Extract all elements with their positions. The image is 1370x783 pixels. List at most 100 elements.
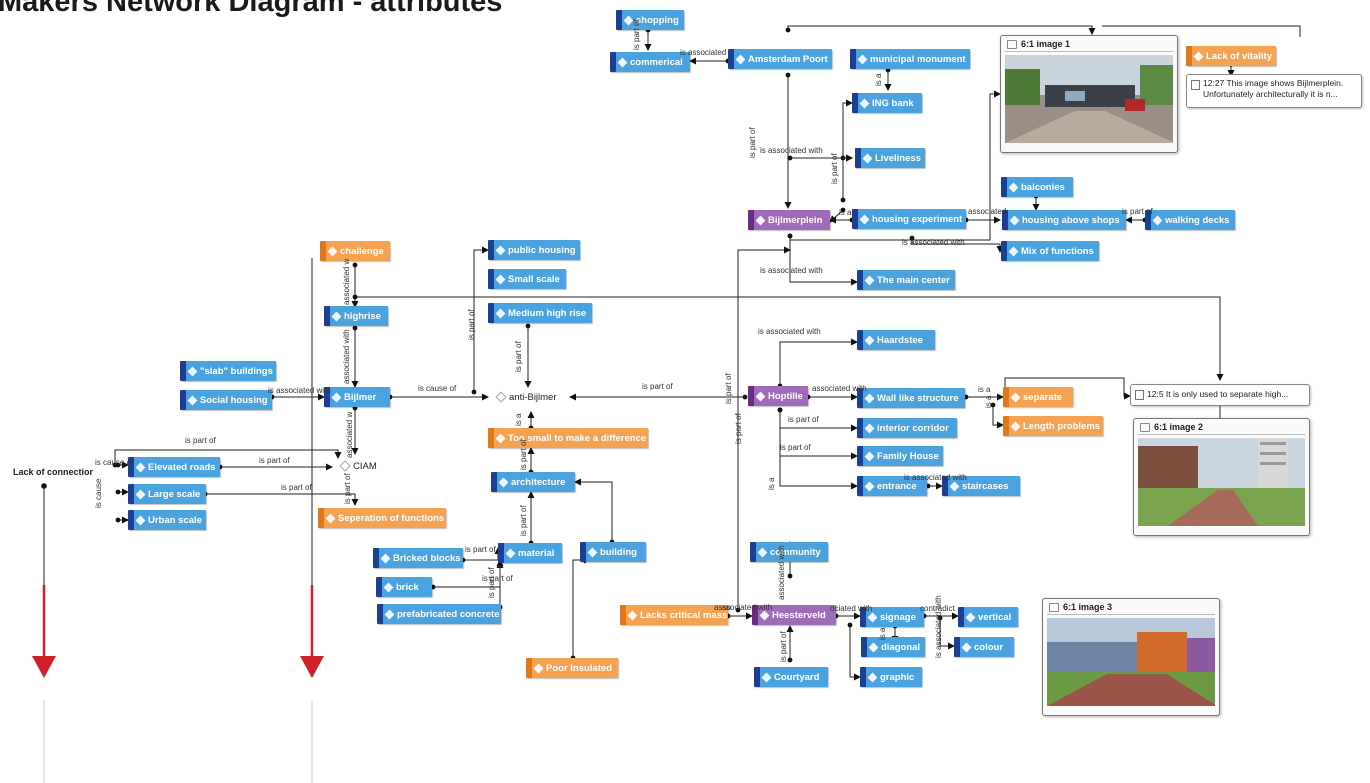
edge-label: is associated with — [758, 327, 821, 336]
code-icon — [135, 462, 146, 472]
node-bricked-blocks[interactable]: Bricked blocks — [373, 548, 463, 568]
node-colour[interactable]: colour — [954, 637, 1014, 657]
node-mix-of-functions[interactable]: Mix of functions — [1001, 241, 1099, 261]
node-brick[interactable]: brick — [376, 577, 432, 597]
edge-label: is a — [978, 385, 991, 394]
edge — [777, 338, 858, 389]
code-icon — [859, 214, 870, 224]
node-prefabricated-concrete[interactable]: prefabricated concrete — [377, 604, 501, 624]
edge-label: is associated with — [934, 595, 943, 658]
code-icon — [859, 98, 870, 108]
node-courtyard[interactable]: Courtyard — [754, 667, 828, 687]
memo-bijlmerplein[interactable]: 12:27 This image shows Bijlmerplein. Unf… — [1186, 74, 1362, 108]
node-architecture[interactable]: architecture — [491, 472, 575, 492]
code-icon — [864, 481, 875, 491]
node-interior-corridor[interactable]: interior corridor — [857, 418, 957, 438]
code-icon — [495, 274, 506, 284]
code-icon — [327, 246, 338, 256]
node-housing-experiment[interactable]: housing experiment — [852, 209, 966, 229]
node-signage[interactable]: signage — [860, 607, 924, 627]
code-icon — [1152, 215, 1163, 225]
code-icon — [495, 308, 506, 318]
image-card-3[interactable]: 6:1 image 3 — [1042, 598, 1220, 716]
edge-label: is part of — [514, 341, 523, 372]
node-balconies[interactable]: balconies — [1001, 177, 1073, 197]
code-icon — [617, 57, 628, 67]
node-lack-of-vitality[interactable]: Lack of vitality — [1186, 46, 1276, 66]
edge-label: is associated with — [904, 473, 967, 482]
code-icon — [1010, 392, 1021, 402]
node-anti-bijlmer[interactable]: anti-Bijlmer — [488, 387, 572, 407]
edge — [847, 622, 861, 681]
node-housing-above-shops[interactable]: housing above shops — [1002, 210, 1126, 230]
code-icon — [495, 391, 507, 403]
node-haardstee[interactable]: Haardstee — [857, 330, 935, 350]
edge — [787, 90, 1001, 241]
edge-label: is a — [984, 395, 993, 408]
code-icon — [864, 275, 875, 285]
node-large-scale[interactable]: Large scale — [128, 484, 206, 504]
edge — [909, 235, 1004, 253]
code-icon — [761, 672, 772, 682]
node-entrance[interactable]: entrance — [857, 476, 927, 496]
node-seperation-of-functions[interactable]: Seperation of functions — [318, 508, 446, 528]
node-the-main-center[interactable]: The main center — [857, 270, 955, 290]
node-building[interactable]: building — [580, 542, 646, 562]
code-icon — [533, 663, 544, 673]
node-staircases[interactable]: staircases — [942, 476, 1020, 496]
image-card-1[interactable]: 6:1 image 1 — [1000, 35, 1178, 153]
code-icon — [331, 392, 342, 402]
node-vertical[interactable]: vertical — [958, 607, 1018, 627]
node-highrise[interactable]: highrise — [324, 306, 388, 326]
photo-illustration — [1138, 438, 1305, 526]
node-commerical[interactable]: commerical — [610, 52, 690, 72]
node-separate[interactable]: separate — [1003, 387, 1073, 407]
node-medium-high-rise[interactable]: Medium high rise — [488, 303, 592, 323]
code-icon — [495, 433, 506, 443]
node-wall-like-structure[interactable]: Wall like structure — [857, 388, 965, 408]
edge-label: is a — [514, 413, 523, 426]
node-challenge[interactable]: challenge — [320, 241, 390, 261]
node-family-house[interactable]: Family House — [857, 446, 943, 466]
memo-separate[interactable]: 12:5 It is only used to separate high... — [1130, 384, 1310, 406]
node-shopping[interactable]: shopping — [616, 10, 684, 30]
node-heesterveld[interactable]: Heesterveld — [752, 605, 836, 625]
edge — [787, 233, 858, 286]
node-elevated-roads[interactable]: Elevated roads — [128, 457, 220, 477]
node-hoptille[interactable]: Hoptille — [748, 386, 808, 406]
node-graphic[interactable]: graphic — [860, 667, 922, 687]
node-lack-of-connection[interactable]: Lack of connection — [13, 467, 93, 477]
node-municipal-monument[interactable]: municipal monument — [850, 49, 970, 69]
node-public-housing[interactable]: public housing — [488, 240, 580, 260]
node-diagonal[interactable]: diagonal — [861, 637, 925, 657]
node-lacks-critical-mass[interactable]: Lacks critical mass — [620, 605, 728, 625]
code-icon — [864, 393, 875, 403]
node-ciam[interactable]: CIAM — [332, 456, 384, 476]
image-card-2[interactable]: 6:1 image 2 — [1133, 418, 1310, 536]
node-length-problems[interactable]: Length problems — [1003, 416, 1103, 436]
node-bijlmer[interactable]: Bijlmer — [324, 387, 390, 407]
node-walking-decks[interactable]: walking decks — [1145, 210, 1235, 230]
code-icon — [1193, 51, 1204, 61]
code-icon — [755, 215, 766, 225]
node-social-housing[interactable]: Social housing — [180, 390, 272, 410]
node-poor-insulated[interactable]: Poor Insulated — [526, 658, 618, 678]
node-slab-buildings[interactable]: "slab" buildings — [180, 361, 276, 381]
node-liveliness[interactable]: Liveliness — [855, 148, 925, 168]
node-too-small[interactable]: Too small to make a difference — [488, 428, 648, 448]
node-urban-scale[interactable]: Urban scale — [128, 510, 206, 530]
edge-label: is part of — [467, 309, 476, 340]
node-material[interactable]: material — [498, 543, 562, 563]
edge-label: is a — [767, 477, 776, 490]
node-small-scale[interactable]: Small scale — [488, 269, 566, 289]
edge — [202, 491, 359, 506]
node-amsterdam-poort[interactable]: Amsterdam Poort — [728, 49, 832, 69]
photo-heesterveld — [1047, 618, 1215, 706]
node-bijlmerplein[interactable]: Bijlmerplein — [748, 210, 830, 230]
node-community[interactable]: community — [750, 542, 828, 562]
edge-label: is part of — [185, 436, 216, 445]
code-icon — [331, 311, 342, 321]
node-ing-bank[interactable]: ING bank — [852, 93, 922, 113]
edge-label: is associated with — [760, 266, 823, 275]
edge-label: is part of — [343, 473, 352, 504]
